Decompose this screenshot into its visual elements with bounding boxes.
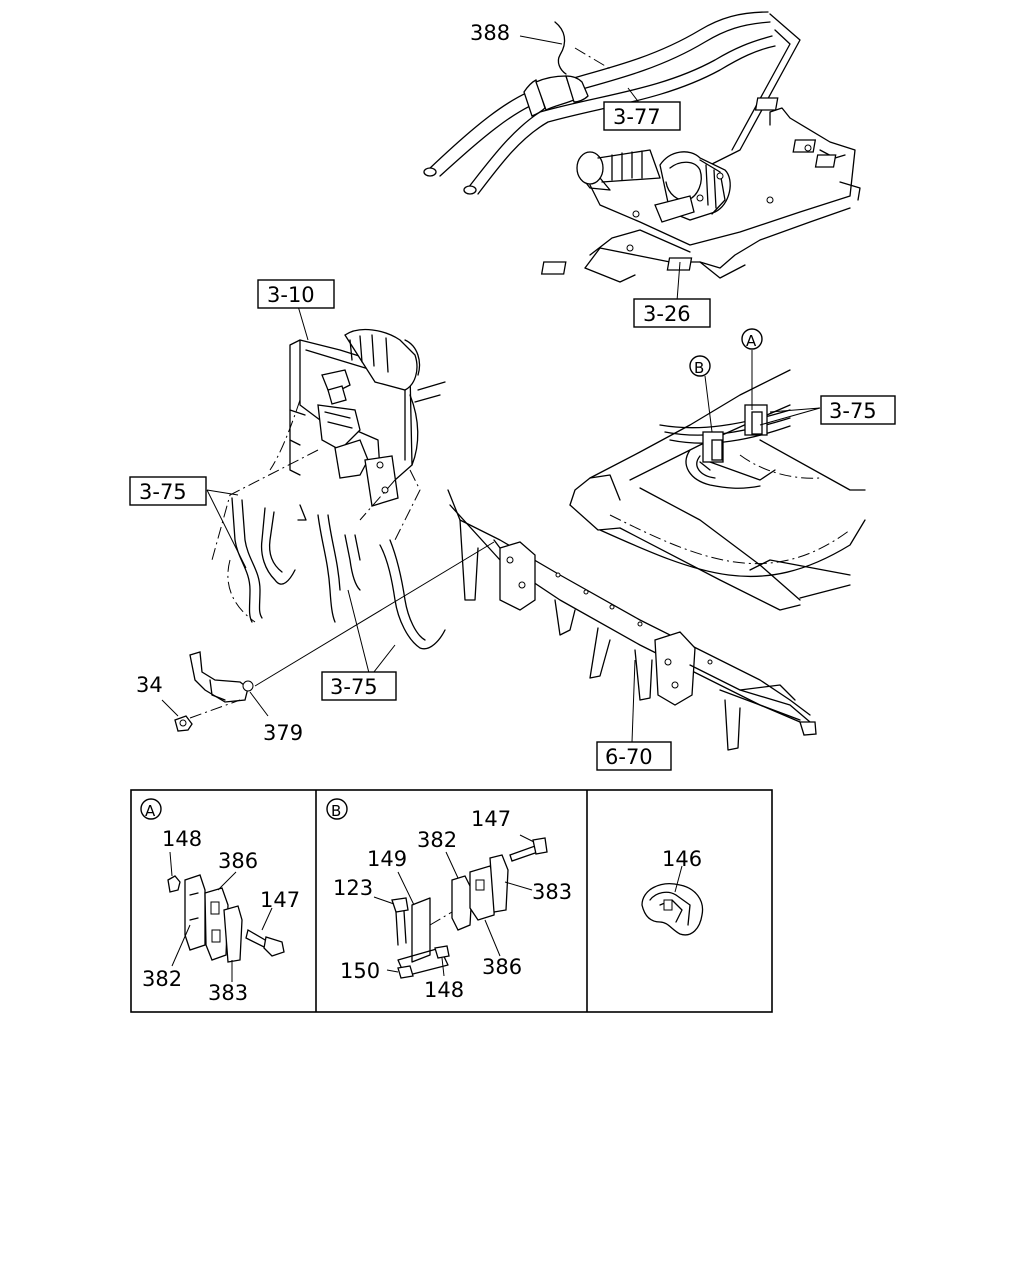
cab-floor bbox=[569, 369, 866, 611]
label-3-75-bottom: 3-75 bbox=[330, 675, 378, 699]
callout-b: B bbox=[694, 359, 704, 377]
label-3-77: 3-77 bbox=[613, 105, 661, 129]
callout-b-circle bbox=[689, 355, 711, 377]
labels: 388 3-77 3-26 3-10 3-75 3-75 3-75 34 379… bbox=[129, 21, 896, 771]
callout-a-circle bbox=[741, 328, 763, 350]
detail-a-label-386: 386 bbox=[218, 849, 258, 873]
brake-pipes bbox=[227, 497, 446, 650]
label-box-3-10 bbox=[257, 279, 335, 309]
detail-b: B 147 382 149 123 383 386 150 148 bbox=[326, 798, 572, 1002]
detail-b-label-147: 147 bbox=[471, 807, 511, 831]
label-3-75-left: 3-75 bbox=[139, 480, 187, 504]
label-box-6-70 bbox=[596, 741, 672, 771]
detail-c-label-146: 146 bbox=[662, 847, 702, 871]
detail-b-label-382: 382 bbox=[417, 828, 457, 852]
label-box-3-75-bottom bbox=[321, 671, 397, 701]
leader-lines bbox=[161, 35, 821, 743]
detail-a-label-148: 148 bbox=[162, 827, 202, 851]
detail-a-marker-circle bbox=[140, 798, 162, 820]
detail-b-label-123: 123 bbox=[333, 876, 373, 900]
hose-assembly bbox=[423, 11, 801, 195]
pipe-clips-cab bbox=[659, 404, 791, 489]
callout-a: A bbox=[746, 332, 757, 350]
frame-crossmember bbox=[447, 489, 817, 751]
detail-a-label-382: 382 bbox=[142, 967, 182, 991]
detail-b-label-383: 383 bbox=[532, 880, 572, 904]
detail-a-marker: A bbox=[145, 802, 156, 820]
detail-panels bbox=[130, 789, 773, 1013]
label-box-3-26 bbox=[633, 298, 711, 328]
detail-b-label-150: 150 bbox=[340, 959, 380, 983]
detail-a: A 148 386 147 382 383 bbox=[140, 798, 300, 1005]
pedal-assembly bbox=[211, 328, 446, 561]
label-6-70: 6-70 bbox=[605, 745, 653, 769]
label-box-3-77 bbox=[603, 101, 681, 131]
clip-and-nut bbox=[174, 539, 501, 732]
detail-b-label-386: 386 bbox=[482, 955, 522, 979]
detail-b-label-148: 148 bbox=[424, 978, 464, 1002]
detail-b-marker-circle bbox=[326, 798, 348, 820]
detail-c: 146 bbox=[641, 847, 704, 936]
label-3-10: 3-10 bbox=[267, 283, 315, 307]
label-box-3-75-left bbox=[129, 476, 207, 506]
detail-a-label-147: 147 bbox=[260, 888, 300, 912]
label-3-26: 3-26 bbox=[643, 302, 691, 326]
detail-b-label-149: 149 bbox=[367, 847, 407, 871]
detail-a-label-383: 383 bbox=[208, 981, 248, 1005]
label-379: 379 bbox=[263, 721, 303, 745]
label-34: 34 bbox=[136, 673, 163, 697]
label-3-75-right: 3-75 bbox=[829, 399, 877, 423]
detail-b-marker: B bbox=[331, 802, 341, 820]
shift-bracket bbox=[540, 97, 861, 283]
label-box-3-75-right bbox=[820, 395, 896, 425]
label-388: 388 bbox=[470, 21, 510, 45]
